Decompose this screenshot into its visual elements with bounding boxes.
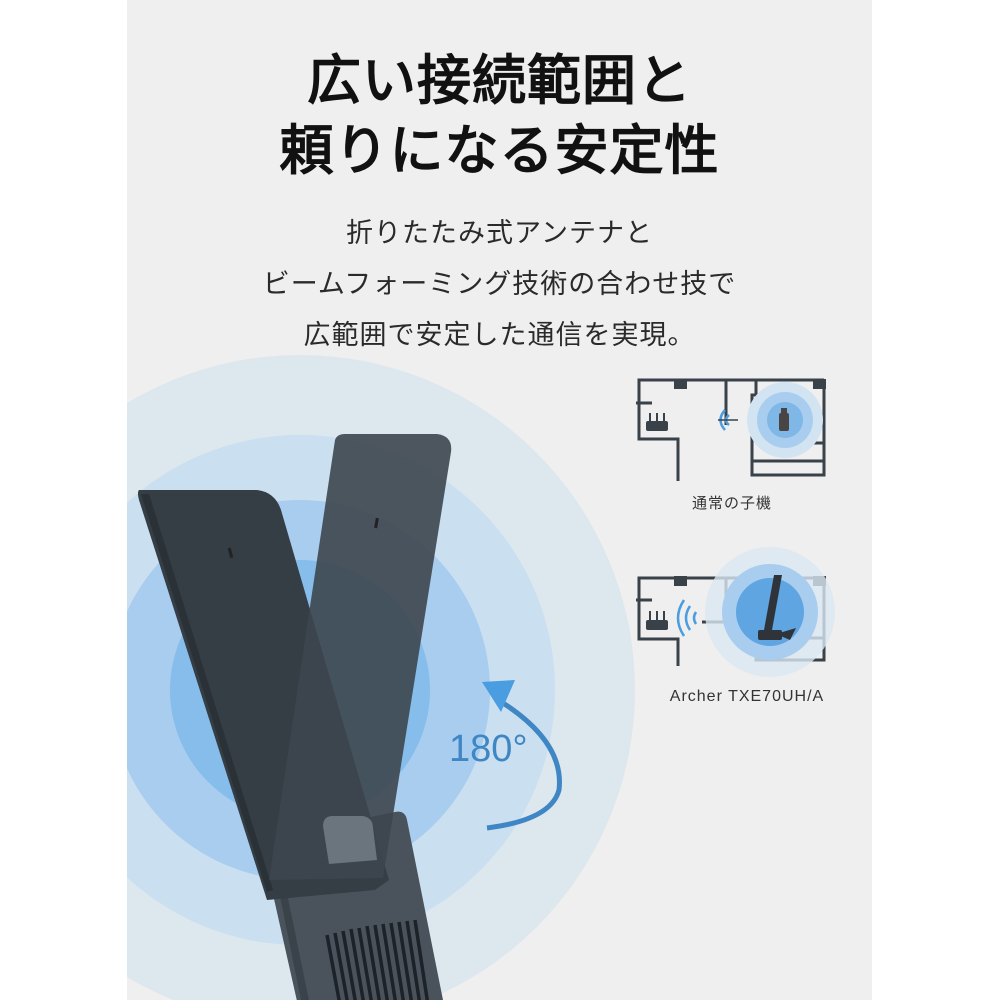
- hinge: [323, 816, 377, 864]
- floorplan-normal: [636, 378, 826, 481]
- subcopy-line-2: ビームフォーミング技術の合わせ技で: [262, 269, 737, 300]
- strong-signal-icon: [676, 599, 698, 637]
- caption-normal-adapter: 通常の子機: [691, 494, 772, 512]
- usb-adapter-illustration: [138, 434, 452, 1000]
- router-icon: [646, 413, 668, 431]
- usb-stick-icon: [779, 413, 789, 431]
- floorplan-archer: [636, 547, 835, 677]
- caption-archer-adapter: Archer TXE70UH/A: [669, 688, 825, 705]
- headline: 広い接続範囲と 頼りになる安定性: [127, 46, 872, 186]
- subcopy-line-3: 広範囲で安定した通信を実現。: [303, 320, 696, 351]
- router-icon: [646, 611, 668, 630]
- subcopy-line-1: 折りたたみ式アンテナと: [346, 218, 653, 249]
- subcopy: 折りたたみ式アンテナと ビームフォーミング技術の合わせ技で 広範囲で安定した通信…: [127, 208, 872, 361]
- headline-line-1: 広い接続範囲と: [307, 49, 692, 112]
- weak-signal-icon: [718, 409, 738, 431]
- product-panel: 広い接続範囲と 頼りになる安定性 折りたたみ式アンテナと ビームフォーミング技術…: [127, 0, 872, 1000]
- headline-line-2: 頼りになる安定性: [279, 119, 720, 182]
- archer-adapter-icon: [758, 575, 796, 640]
- antenna-right: [269, 434, 452, 880]
- rotation-angle-label: 180°: [449, 728, 528, 770]
- vent-grille: [325, 919, 430, 1000]
- rotation-arrow: [482, 680, 562, 831]
